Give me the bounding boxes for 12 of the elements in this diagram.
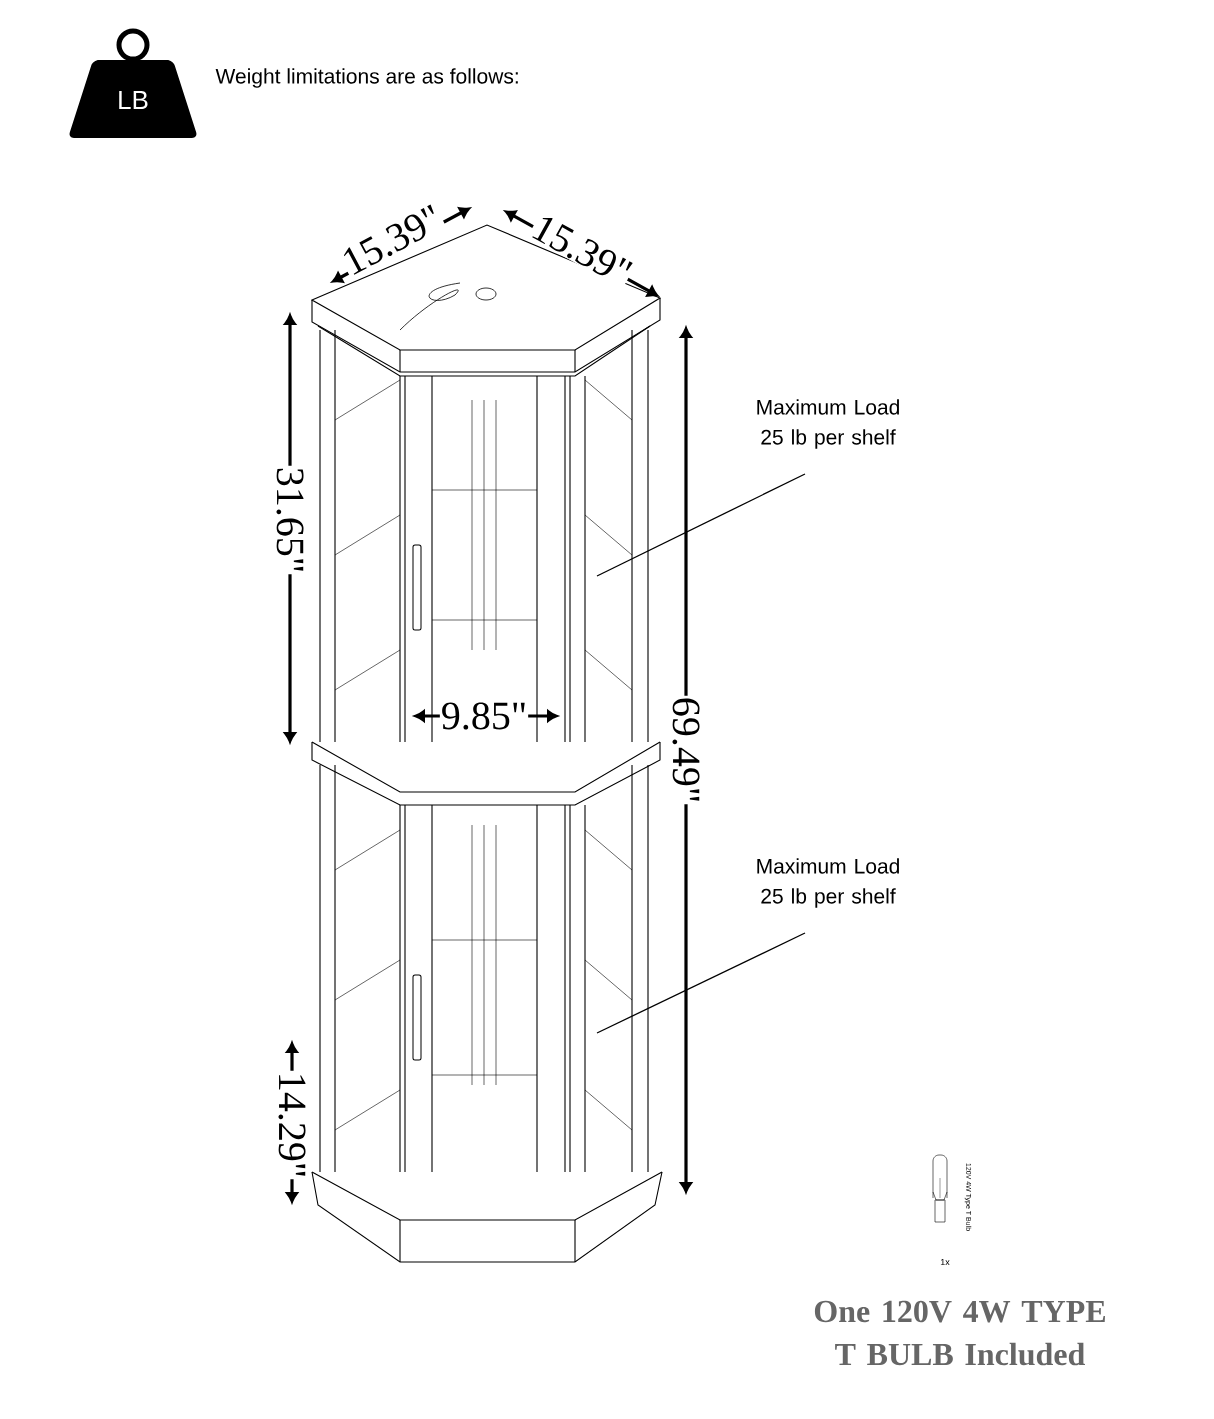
callout-text: Maximum Load 25 lb per shelf xyxy=(757,858,899,908)
leader-line xyxy=(596,932,806,1034)
dimension-label: 9.85" xyxy=(439,701,529,731)
leader-line xyxy=(596,473,806,577)
dimension-label: 15.39" xyxy=(527,211,637,289)
quantity-label: 1x xyxy=(940,1258,950,1266)
dimension-label: 14.29" xyxy=(277,1070,307,1180)
heading-text: Weight limitations are as follows: xyxy=(215,68,518,88)
callout-text: Maximum Load 25 lb per shelf xyxy=(757,399,899,449)
caption-text: One 120V 4W TYPE T BULB Included xyxy=(814,1300,1105,1366)
dimension-label: 31.65" xyxy=(275,465,305,575)
dimension-label: 69.49" xyxy=(671,695,701,805)
